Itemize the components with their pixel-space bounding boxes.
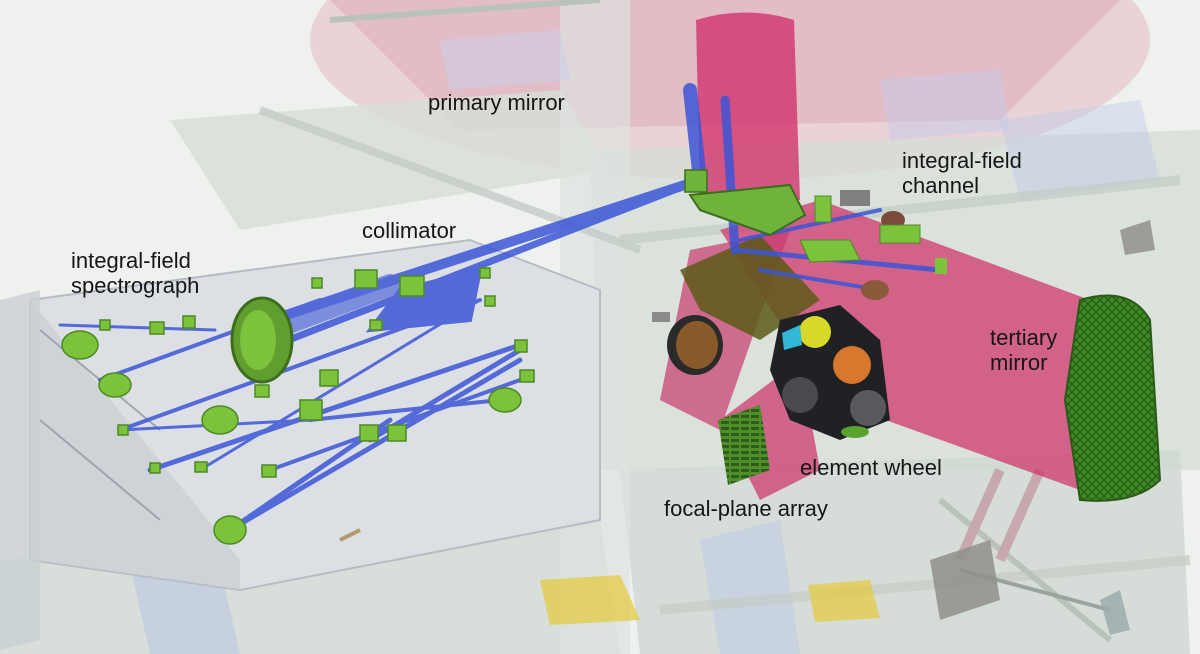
detector-housing xyxy=(652,312,723,375)
label-ifs-line2: spectrograph xyxy=(71,273,200,298)
label-collimator-text: collimator xyxy=(362,218,457,243)
spectrograph-components xyxy=(61,267,535,545)
tertiary-mirror xyxy=(1063,294,1162,502)
integral-field-channel-components xyxy=(684,169,947,300)
label-integral-field-channel: integral-field channel xyxy=(902,148,1022,198)
label-focal-plane-array: focal-plane array xyxy=(664,496,828,521)
label-tertiary-line1: tertiary xyxy=(990,325,1058,350)
label-ifc-line1: integral-field xyxy=(902,148,1022,173)
label-element-wheel: element wheel xyxy=(800,455,942,480)
label-primary-mirror: primary mirror xyxy=(428,90,565,115)
label-focal-plane-array-text: focal-plane array xyxy=(664,496,828,521)
label-tertiary-line2: mirror xyxy=(990,350,1048,375)
label-integral-field-spectrograph: integral-field spectrograph xyxy=(71,248,199,298)
relay-optics-housing xyxy=(680,235,820,340)
label-tertiary-mirror: tertiary mirror xyxy=(990,325,1057,375)
focal-plane-array xyxy=(718,405,770,485)
element-wheel xyxy=(770,305,890,440)
label-primary-mirror-text: primary mirror xyxy=(428,90,565,115)
label-ifs-line1: integral-field xyxy=(71,248,191,273)
label-element-wheel-text: element wheel xyxy=(800,455,942,480)
collimator-optic xyxy=(230,296,294,384)
label-ifc-line2: channel xyxy=(902,173,980,198)
label-collimator: collimator xyxy=(362,218,456,243)
